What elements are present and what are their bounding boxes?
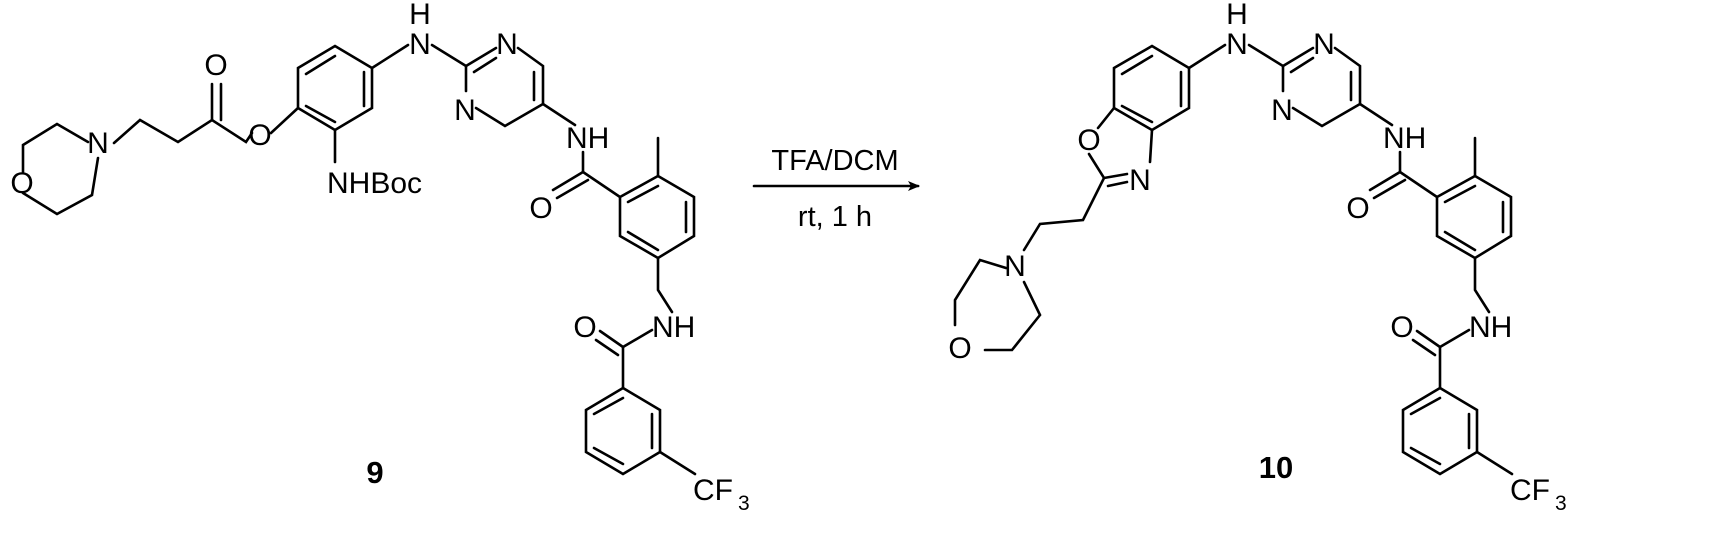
product-structure: H N N N O N N O NH O O NH CF 3 10 [948, 0, 1566, 515]
nhboc-group: NHBoc [327, 167, 422, 200]
morpholine-nitrogen: N [1004, 250, 1026, 283]
trifluoromethyl-subscript: 3 [738, 492, 750, 515]
amide-nh: NH [566, 122, 609, 155]
product-bonds [953, 43, 1514, 476]
reactant-bonds [21, 43, 697, 476]
pyrimidine-nitrogen-2: N [454, 94, 476, 127]
product-atom-labels: H N N N O N N O NH O O NH CF 3 [948, 0, 1566, 515]
morpholine-nitrogen: N [87, 127, 109, 160]
nh-nitrogen: N [409, 28, 431, 61]
nh-hydrogen: H [409, 0, 431, 31]
trifluoromethyl-subscript: 3 [1555, 492, 1567, 515]
product-compound-label: 10 [1259, 450, 1293, 485]
nh-hydrogen: H [1226, 0, 1248, 31]
amide2-nh: NH [652, 311, 695, 344]
amide2-oxygen: O [573, 311, 596, 344]
reaction-reagents: TFA/DCM [771, 145, 898, 177]
trifluoromethyl-group: CF [1510, 474, 1550, 507]
oxazole-nitrogen: N [1129, 164, 1151, 197]
amide-oxygen: O [1346, 192, 1369, 225]
pyrimidine-nitrogen-1: N [1313, 28, 1335, 61]
oxazole-oxygen: O [1077, 124, 1100, 157]
pyrimidine-nitrogen-2: N [1271, 94, 1293, 127]
reaction-conditions: rt, 1 h [798, 201, 872, 233]
morpholine-oxygen: O [948, 332, 971, 365]
reactant-structure: O N O O H N N N NHBoc NH O O NH CF 3 9 [10, 0, 749, 515]
amide-oxygen: O [529, 192, 552, 225]
reactant-atom-labels: O N O O H N N N NHBoc NH O O NH CF 3 [10, 0, 749, 515]
trifluoromethyl-group: CF [693, 474, 733, 507]
amide-nh: NH [1383, 122, 1426, 155]
amide2-nh: NH [1469, 311, 1512, 344]
nh-nitrogen: N [1226, 28, 1248, 61]
pyrimidine-nitrogen-1: N [496, 28, 518, 61]
carbonyl-oxygen: O [204, 49, 227, 82]
morpholine-oxygen: O [10, 167, 33, 200]
reactant-compound-label: 9 [366, 455, 383, 490]
reaction-arrow-group: TFA/DCM rt, 1 h [752, 145, 920, 233]
ester-oxygen: O [248, 119, 271, 152]
amide2-oxygen: O [1390, 311, 1413, 344]
